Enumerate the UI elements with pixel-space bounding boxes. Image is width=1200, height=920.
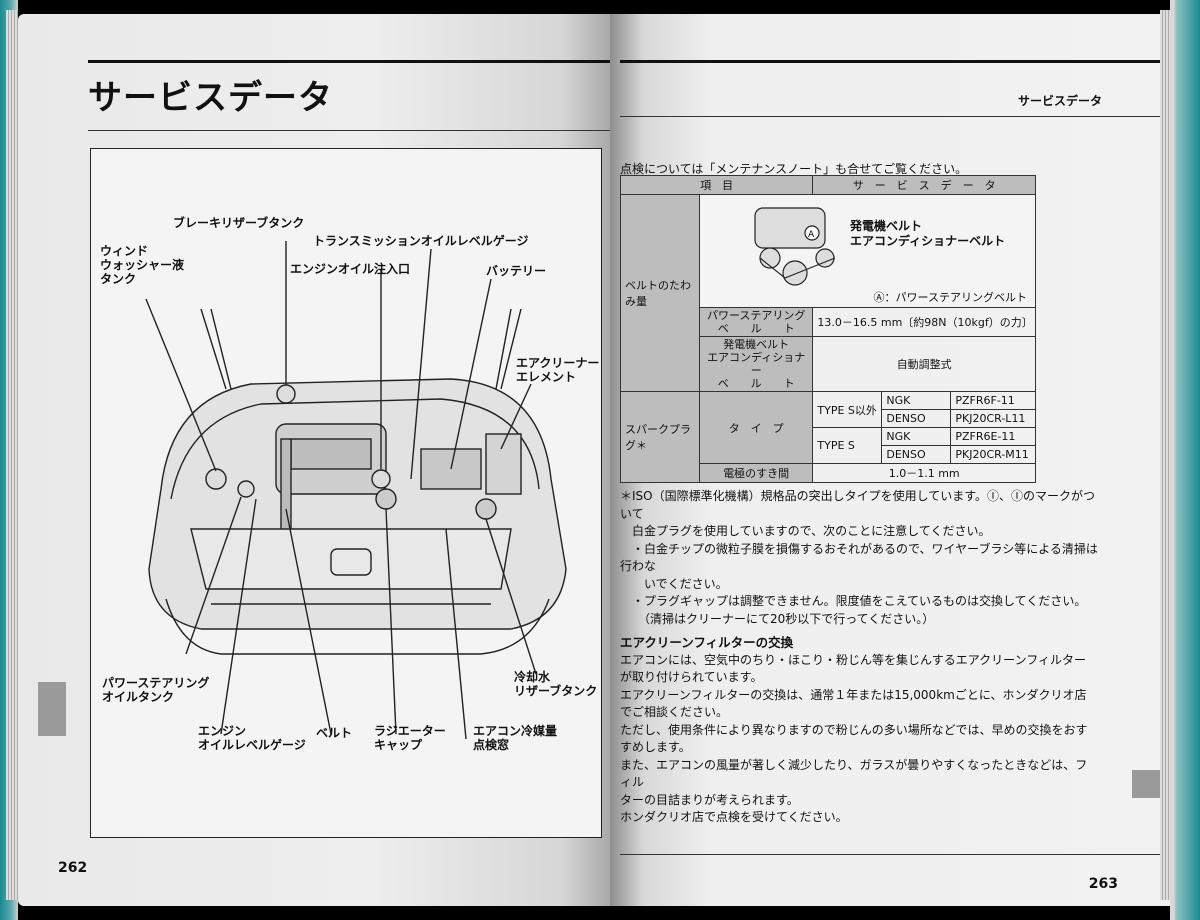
col-item: 項 目	[619, 175, 814, 195]
gen-belt-value: 自動調整式	[812, 336, 1036, 392]
service-data-table: 項 目 サ ー ビ ス デ ー タ ベルトのたわみ量 A 発電機ベルト エアコン	[619, 175, 1036, 483]
body-line: ・白金チップの微粒子膜を損傷するおそれがあるので、ワイヤーブラシ等による清掃は行…	[620, 541, 1098, 574]
footer-rule	[620, 854, 1170, 855]
plug-maker-2: NGK	[881, 427, 952, 446]
body-line: が取り付けられています。	[620, 670, 763, 684]
gen-belt-label: 発電機ベルト エアコンディショナー ベ ル ト	[698, 336, 814, 392]
callout-air-cleaner: エアクリーナー エレメント	[516, 356, 600, 384]
top-rule	[88, 60, 610, 63]
body-line: ただし、使用条件により異なりますので粉じんの多い場所などでは、早めの交換をおす	[620, 722, 1088, 737]
title-rule	[88, 130, 610, 131]
gap-value: 1.0－1.1 mm	[812, 463, 1036, 483]
section-subhead: エアクリーンフィルターの交換	[620, 635, 794, 650]
index-tab	[38, 682, 66, 736]
right-cover-edge	[1170, 0, 1200, 920]
belt-diagram-cell: A 発電機ベルト エアコンディショナーベルト Ⓐ：パワーステアリングベルト	[699, 194, 1036, 308]
page-title: サービスデータ	[88, 78, 333, 118]
plug-grade-2: TYPE S	[812, 427, 883, 464]
diagram-belt-labels: 発電機ベルト エアコンディショナーベルト	[850, 219, 1006, 248]
plug-maker-1: DENSO	[881, 409, 952, 428]
page-number-right: 263	[1088, 876, 1118, 892]
right-page-stack	[1160, 10, 1170, 900]
left-page: サービスデータ	[18, 14, 610, 906]
right-page: サービスデータ 点検については「メンテナンスノート」も合せてご覧ください。 項 …	[610, 14, 1170, 906]
body-line: でご相談ください。	[620, 705, 729, 719]
body-line: ターの目詰まりが考えられます。	[620, 792, 799, 807]
ps-belt-value: 13.0－16.5 mm〔約98N（10kgf）の力〕	[812, 307, 1036, 337]
ps-belt-label: パワーステアリング ベ ル ト	[698, 307, 814, 337]
engine-diagram-frame	[90, 148, 602, 838]
col-data: サ ー ビ ス デ ー タ	[812, 175, 1036, 195]
body-text: ＊ISO（国際標準化機構）規格品の突出しタイプを使用しています。Ⓘ、Ⓘのマークが…	[620, 488, 1098, 827]
left-page-stack	[6, 10, 18, 900]
body-line: ホンダクリオ店で点検を受けてください。	[620, 810, 848, 824]
callout-washer-tank: ウィンド ウォッシャー液 タンク	[100, 244, 185, 286]
plug-label: スパークプラグ＊	[620, 391, 700, 483]
callout-coolant-tank: 冷却水 リザーブタンク	[514, 670, 598, 698]
plug-grade-0: TYPE S以外	[812, 391, 883, 428]
callout-belt: ベルト	[316, 726, 353, 740]
body-line: （清掃はクリーナーにて20秒以下で行ってください。）	[620, 611, 935, 626]
diagram-marker: A	[808, 230, 815, 240]
callout-battery: バッテリー	[486, 264, 547, 278]
diagram-caption: Ⓐ：パワーステアリングベルト	[873, 291, 1027, 304]
belt-diagram: A	[754, 207, 836, 286]
body-line: エアクリーンフィルターの交換は、通常１年または15,000kmごとに、ホンダクリ…	[620, 687, 1087, 702]
reference-note: 点検については「メンテナンスノート」も合せてご覧ください。	[620, 162, 968, 176]
body-line: ・プラグギャップは調整できません。限度値をこえているものは交換してください。	[620, 594, 1087, 608]
callout-oil-filler: エンジンオイル注入口	[290, 262, 411, 276]
body-line: また、エアコンの風量が著しく減少したり、ガラスが曇りやすくなったときなどは、フィ…	[620, 757, 1088, 790]
body-line: すめします。	[620, 740, 691, 754]
callout-radiator-cap: ラジエーター キャップ	[374, 724, 446, 752]
top-rule-right	[620, 60, 1170, 63]
plug-maker-3: DENSO	[881, 445, 952, 464]
engine-bay-illustration	[145, 241, 567, 740]
plug-maker-0: NGK	[881, 391, 952, 410]
body-line: いでください。	[620, 576, 728, 591]
belt-label: ベルトのたわみ量	[620, 194, 700, 392]
body-line: ＊ISO（国際標準化機構）規格品の突出しタイプを使用しています。Ⓘ、Ⓘのマークが…	[620, 489, 1096, 521]
plug-part-2: PZFR6E-11	[950, 427, 1036, 446]
callout-ps-tank: パワーステアリング オイルタンク	[102, 676, 210, 704]
callout-brake-reservoir: ブレーキリザーブタンク	[173, 216, 305, 230]
running-header: サービスデータ	[1017, 94, 1102, 108]
plug-part-3: PKJ20CR-M11	[950, 445, 1036, 464]
callout-transmission-gauge: トランスミッションオイルレベルゲージ	[313, 234, 529, 248]
page-number-left: 262	[58, 860, 88, 876]
callout-engine-gauge: エンジン オイルレベルゲージ	[198, 724, 306, 752]
body-line: エアコンには、空気中のちり・ほこり・粉じん等を集じんするエアクリーンフィルター	[620, 652, 1086, 667]
plug-part-0: PZFR6F-11	[950, 391, 1036, 410]
gap-label: 電極のすき間	[698, 463, 814, 483]
header-rule	[620, 116, 1170, 117]
type-label: タ イ プ	[698, 391, 814, 464]
callout-ac-window: エアコン冷媒量 点検窓	[473, 724, 558, 752]
body-line: 白金プラグを使用していますので、次のことに注意してください。	[620, 524, 991, 538]
plug-part-1: PKJ20CR-L11	[950, 409, 1036, 428]
